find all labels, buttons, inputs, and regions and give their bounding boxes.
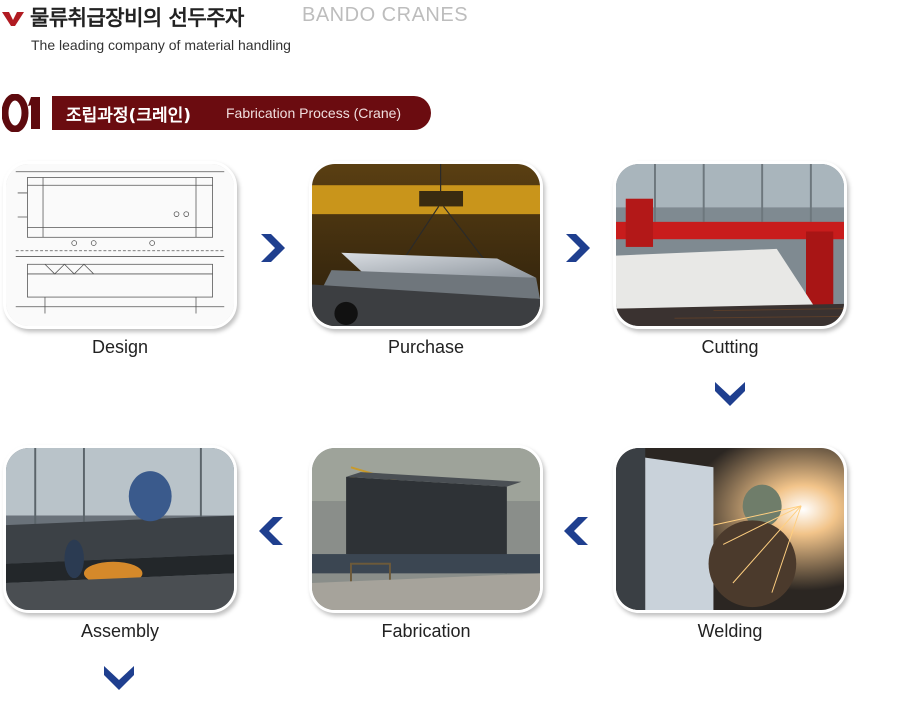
chevron-down-icon [715, 380, 745, 406]
step-purchase: Purchase [309, 161, 543, 357]
section-title-bar: 조립과정(크레인) Fabrication Process (Crane) [52, 96, 431, 130]
step-label: Welding [697, 621, 763, 641]
welding-image [613, 445, 847, 613]
fabrication-image [309, 445, 543, 613]
chevron-left-icon [564, 517, 590, 545]
step-welding: Welding [613, 445, 847, 641]
chevron-down-icon [104, 664, 134, 690]
purchase-image [309, 161, 543, 329]
design-drawing-image [3, 161, 237, 329]
svg-text:01: 01 [2, 94, 4, 95]
step-label: Purchase [387, 337, 465, 357]
step-fabrication: Fabrication [309, 445, 543, 641]
step-label: Design [91, 337, 149, 357]
section-title: 조립과정(크레인) [66, 106, 192, 126]
section-title-en: Fabrication Process (Crane) [226, 105, 402, 121]
step-label: Cutting [701, 337, 759, 357]
step-assembly: Assembly [3, 445, 237, 641]
page-title-en: BANDO CRANES [302, 4, 469, 26]
step-design: Design [3, 161, 237, 357]
chevron-left-icon [259, 517, 285, 545]
v-logo-icon [2, 12, 24, 26]
section-number: 01 [2, 94, 40, 132]
step-cutting: Cutting [613, 161, 847, 357]
cutting-image [613, 161, 847, 329]
chevron-right-icon [564, 234, 590, 262]
page-title: 물류취급장비의 선두주자 [30, 6, 244, 30]
step-label: Assembly [80, 621, 160, 641]
page-subtitle: The leading company of material handling [31, 37, 291, 53]
chevron-right-icon [259, 234, 285, 262]
step-label: Fabrication [381, 621, 471, 641]
assembly-image [3, 445, 237, 613]
